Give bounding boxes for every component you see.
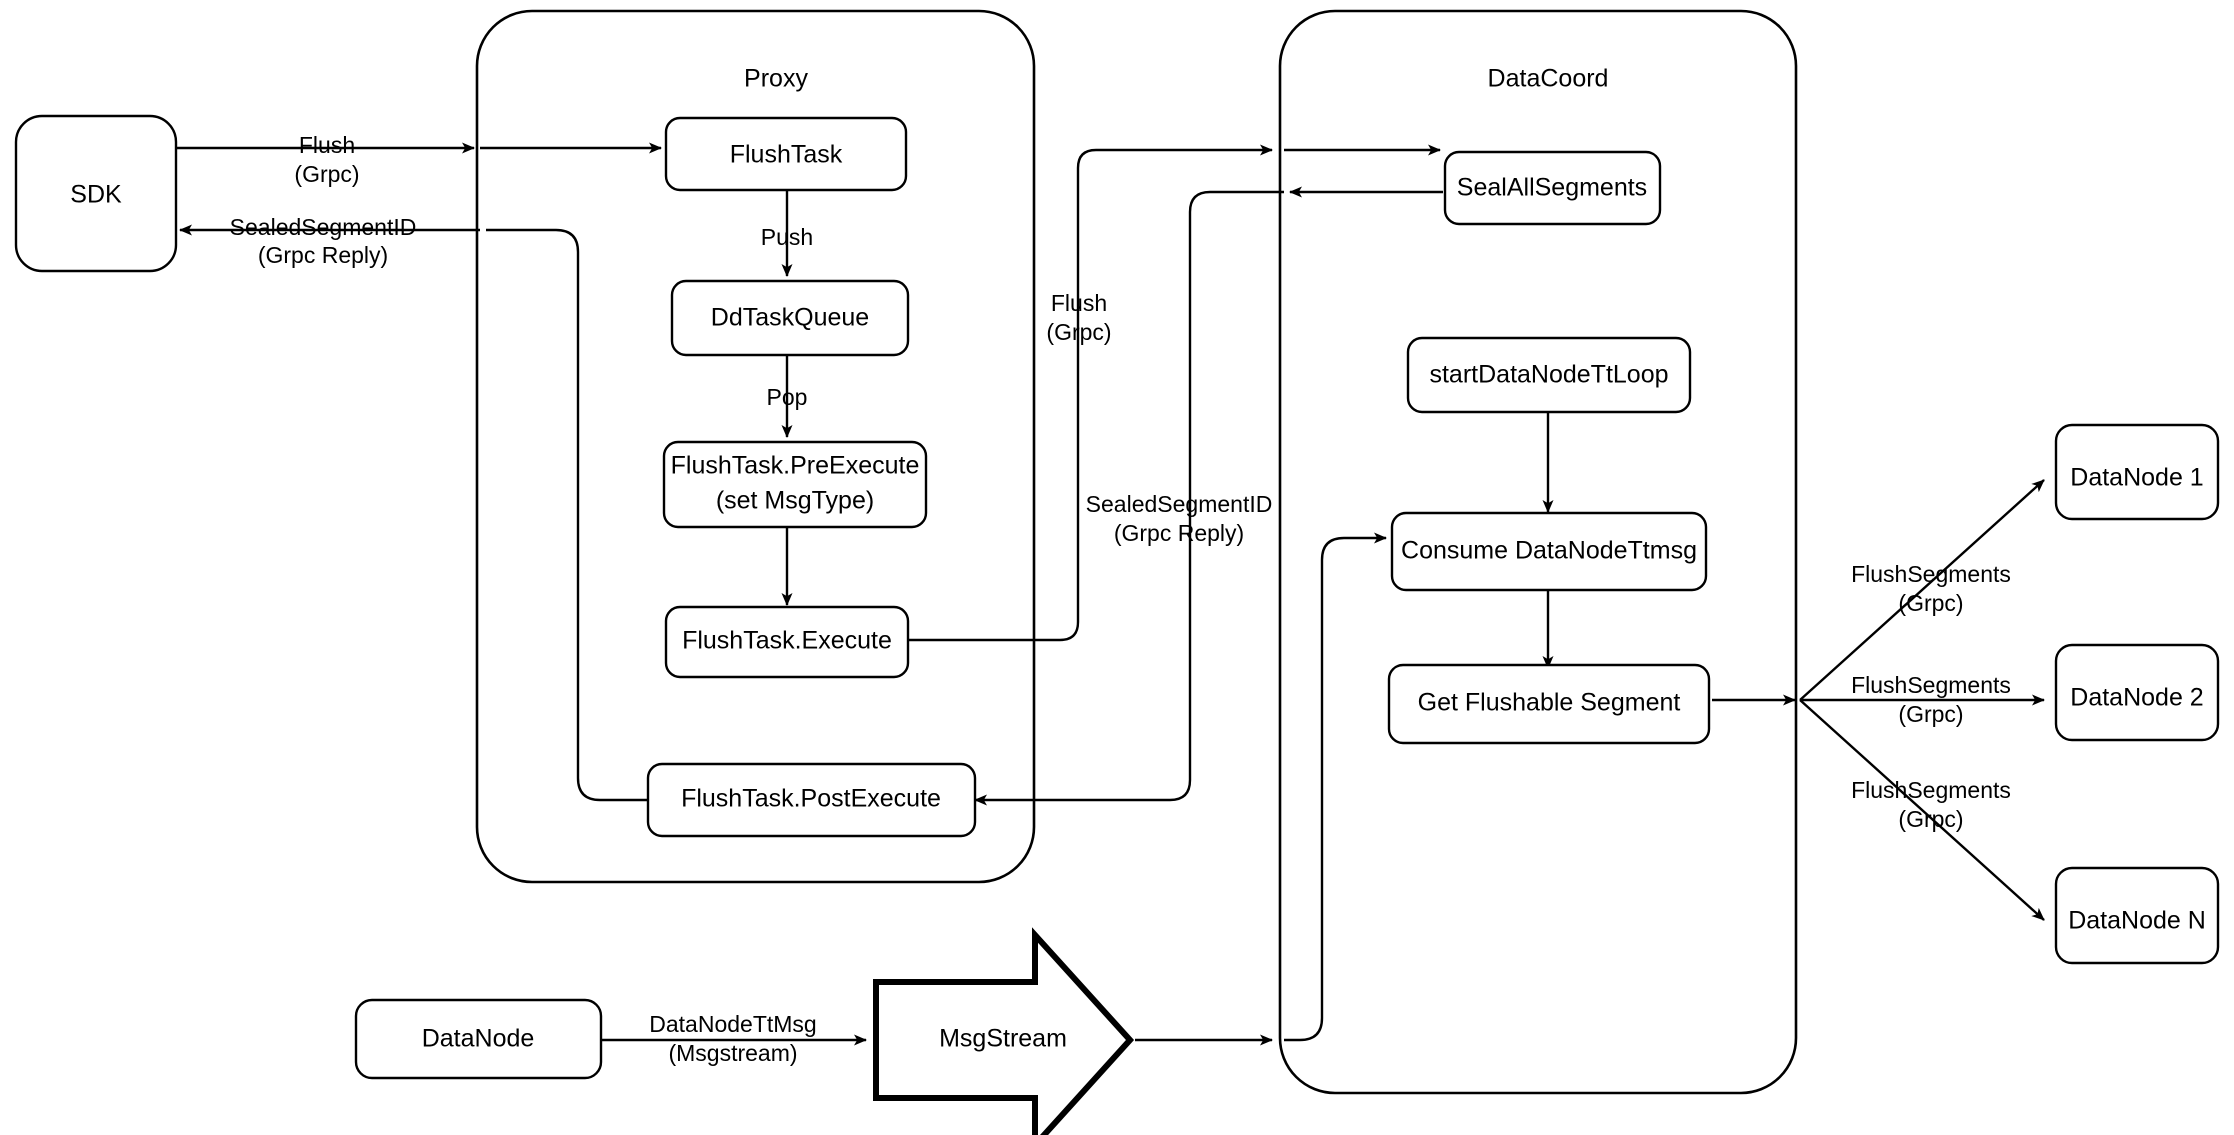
start-datanode-tt-loop-label: startDataNodeTtLoop <box>1429 361 1668 389</box>
node-consume-datanode-ttmsg[interactable]: Consume DataNodeTtmsg <box>1390 511 1708 592</box>
msgstream-arrow-shape[interactable] <box>873 927 1135 1135</box>
node-start-datanode-tt-loop[interactable]: startDataNodeTtLoop <box>1406 336 1692 414</box>
datanode-1-box[interactable] <box>2054 423 2220 521</box>
datanode-bottom-label: DataNode <box>422 1025 535 1053</box>
proxy-container-outline <box>475 9 1036 884</box>
edge-junction-to-datanode1 <box>1799 479 2045 701</box>
container-datacoord: DataCoord <box>1278 9 1798 1095</box>
flushtask-preexecute-box[interactable] <box>662 440 928 529</box>
container-proxy: Proxy <box>475 9 1036 884</box>
sdk-label: SDK <box>70 181 122 209</box>
node-sdk[interactable]: SDK <box>14 114 178 273</box>
edge-postexecute-to-sdk-rail <box>486 228 648 802</box>
edge-label-datanode-ttmsg-line2: (Msgstream) <box>668 1040 797 1066</box>
edge-msgstream-rail-to-consume <box>1284 532 1387 1042</box>
edge-execute-to-sealallsegments <box>909 144 1273 642</box>
consume-datanode-ttmsg-box[interactable] <box>1390 511 1708 592</box>
flushtask-execute-label: FlushTask.Execute <box>682 627 892 655</box>
node-seal-all-segments[interactable]: SealAllSegments <box>1443 150 1662 226</box>
flush-task-box[interactable] <box>664 116 908 192</box>
edge-label-pop: Pop <box>767 384 808 410</box>
datanode-2-label: DataNode 2 <box>2070 684 2203 712</box>
node-datanode-n[interactable]: DataNode N <box>2054 866 2220 965</box>
edge-label-proxy-to-sdk-line2: (Grpc Reply) <box>258 242 388 268</box>
edge-label-coord-to-proxy-line2: (Grpc Reply) <box>1114 520 1244 546</box>
edge-label-flush-segments-n-line1: FlushSegments <box>1851 777 2011 803</box>
datacoord-container-outline <box>1278 9 1798 1095</box>
datanode-2-box[interactable] <box>2054 643 2220 742</box>
edge-label-proxy-to-coord-line2: (Grpc) <box>1046 319 1111 345</box>
node-flush-task[interactable]: FlushTask <box>664 116 908 192</box>
datanode-n-box[interactable] <box>2054 866 2220 965</box>
edge-label-datanode-ttmsg-line1: DataNodeTtMsg <box>649 1011 816 1037</box>
edge-label-coord-to-proxy-line1: SealedSegmentID <box>1086 491 1273 517</box>
edge-label-flush-segments-n-line2: (Grpc) <box>1898 806 1963 832</box>
node-flushtask-postexecute[interactable]: FlushTask.PostExecute <box>646 762 977 838</box>
edge-label-push: Push <box>761 224 813 250</box>
datanode-bottom-box[interactable] <box>354 998 603 1080</box>
proxy-container-title: Proxy <box>744 65 808 93</box>
get-flushable-segment-label: Get Flushable Segment <box>1418 689 1681 717</box>
node-flushtask-execute[interactable]: FlushTask.Execute <box>664 605 910 679</box>
datacoord-container-title: DataCoord <box>1488 65 1609 93</box>
node-datanode-2[interactable]: DataNode 2 <box>2054 643 2220 742</box>
edge-label-proxy-to-sdk-line1: SealedSegmentID <box>230 214 417 240</box>
flushtask-postexecute-label: FlushTask.PostExecute <box>681 785 941 813</box>
dd-task-queue-label: DdTaskQueue <box>711 304 869 332</box>
node-msgstream[interactable]: MsgStream <box>873 927 1135 1135</box>
msgstream-label: MsgStream <box>939 1025 1067 1053</box>
edge-junction-to-datanoden <box>1799 699 2045 921</box>
flushtask-preexecute-label-line2: (set MsgType) <box>716 487 874 515</box>
consume-datanode-ttmsg-label: Consume DataNodeTtmsg <box>1401 537 1697 565</box>
flush-task-label: FlushTask <box>730 141 843 169</box>
edge-coord-to-postexecute <box>974 190 1284 806</box>
edge-label-flush-segments-1-line2: (Grpc) <box>1898 590 1963 616</box>
seal-all-segments-label: SealAllSegments <box>1457 174 1647 202</box>
node-flushtask-preexecute[interactable]: FlushTask.PreExecute (set MsgType) <box>662 440 928 529</box>
node-datanode-1[interactable]: DataNode 1 <box>2054 423 2220 521</box>
datanode-1-label: DataNode 1 <box>2070 464 2203 492</box>
edge-label-flush-segments-1-line1: FlushSegments <box>1851 561 2011 587</box>
sdk-box[interactable] <box>14 114 178 273</box>
node-datanode-bottom[interactable]: DataNode <box>354 998 603 1080</box>
node-dd-task-queue[interactable]: DdTaskQueue <box>670 279 910 357</box>
edge-label-proxy-to-coord-line1: Flush <box>1051 290 1107 316</box>
edge-label-sdk-to-proxy-line1: Flush <box>299 132 355 158</box>
flushtask-execute-box[interactable] <box>664 605 910 679</box>
flushtask-postexecute-box[interactable] <box>646 762 977 838</box>
edge-label-flush-segments-2-line1: FlushSegments <box>1851 672 2011 698</box>
node-get-flushable-segment[interactable]: Get Flushable Segment <box>1387 663 1711 745</box>
seal-all-segments-box[interactable] <box>1443 150 1662 226</box>
flushtask-preexecute-label-line1: FlushTask.PreExecute <box>671 452 920 480</box>
datanode-n-label: DataNode N <box>2068 907 2206 935</box>
start-datanode-tt-loop-box[interactable] <box>1406 336 1692 414</box>
dd-task-queue-box[interactable] <box>670 279 910 357</box>
edge-label-flush-segments-2-line2: (Grpc) <box>1898 701 1963 727</box>
edge-label-sdk-to-proxy-line2: (Grpc) <box>294 161 359 187</box>
get-flushable-segment-box[interactable] <box>1387 663 1711 745</box>
